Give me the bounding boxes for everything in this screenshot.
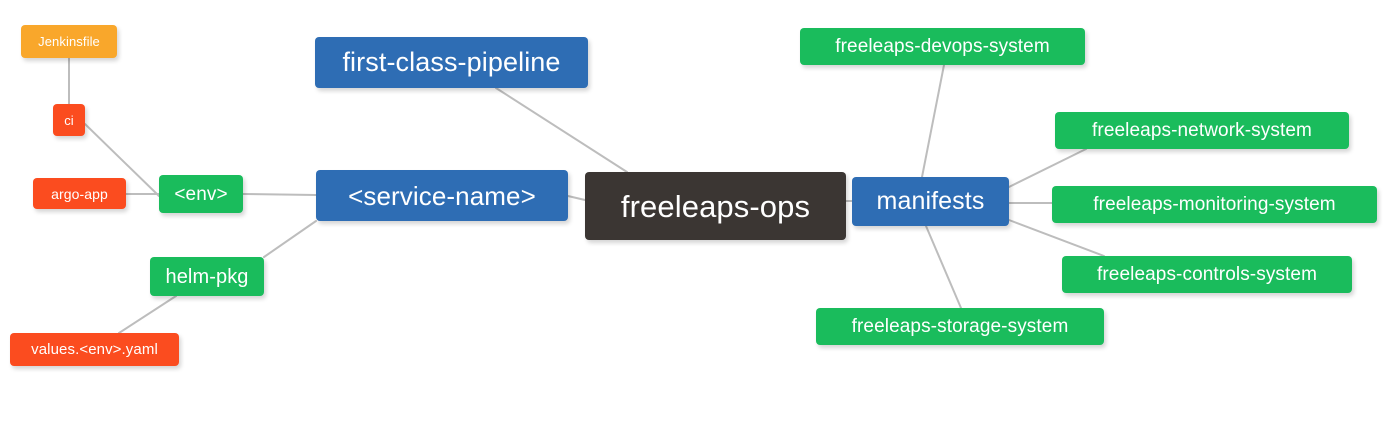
node-label-values-env-yaml: values.<env>.yaml	[31, 341, 158, 358]
edge-env-to-service-name	[242, 193, 317, 196]
node-freeleaps-devops-system[interactable]: freeleaps-devops-system	[800, 28, 1085, 65]
node-ci[interactable]: ci	[53, 104, 85, 136]
node-freeleaps-storage-system[interactable]: freeleaps-storage-system	[816, 308, 1104, 345]
node-label-freeleaps-controls-system: freeleaps-controls-system	[1096, 264, 1318, 285]
edge-first-class-pipeline-to-freeleaps-ops	[495, 87, 628, 173]
node-label-freeleaps-monitoring-system: freeleaps-monitoring-system	[1093, 194, 1336, 215]
node-label-freeleaps-ops: freeleaps-ops	[620, 188, 811, 224]
node-argo-app[interactable]: argo-app	[33, 178, 126, 209]
node-label-jenkinsfile: Jenkinsfile	[38, 34, 100, 49]
node-freeleaps-monitoring-system[interactable]: freeleaps-monitoring-system	[1052, 186, 1377, 223]
node-label-env: <env>	[174, 183, 228, 205]
edge-helm-pkg-to-values-env-yaml	[118, 295, 177, 334]
node-env[interactable]: <env>	[159, 175, 243, 213]
node-service-name[interactable]: <service-name>	[316, 170, 568, 221]
node-label-freeleaps-storage-system: freeleaps-storage-system	[851, 316, 1069, 337]
edge-manifests-to-freeleaps-devops-system	[921, 64, 945, 178]
node-label-ci: ci	[64, 112, 74, 128]
node-first-class-pipeline[interactable]: first-class-pipeline	[315, 37, 588, 88]
node-label-service-name: <service-name>	[348, 180, 536, 211]
node-label-manifests: manifests	[876, 187, 985, 215]
node-label-argo-app: argo-app	[51, 185, 108, 202]
node-freeleaps-ops[interactable]: freeleaps-ops	[585, 172, 846, 240]
node-label-freeleaps-devops-system: freeleaps-devops-system	[835, 36, 1050, 57]
edge-service-name-to-freeleaps-ops	[567, 195, 586, 201]
node-freeleaps-controls-system[interactable]: freeleaps-controls-system	[1062, 256, 1352, 293]
edge-manifests-to-freeleaps-network-system	[1008, 148, 1087, 188]
node-label-freeleaps-network-system: freeleaps-network-system	[1092, 120, 1312, 141]
node-jenkinsfile[interactable]: Jenkinsfile	[21, 25, 117, 58]
node-helm-pkg[interactable]: helm-pkg	[150, 257, 264, 296]
node-label-helm-pkg: helm-pkg	[165, 265, 249, 288]
node-freeleaps-network-system[interactable]: freeleaps-network-system	[1055, 112, 1349, 149]
node-manifests[interactable]: manifests	[852, 177, 1009, 226]
node-values-env-yaml[interactable]: values.<env>.yaml	[10, 333, 179, 366]
edge-manifests-to-freeleaps-storage-system	[925, 225, 962, 309]
edge-manifests-to-freeleaps-controls-system	[1008, 219, 1105, 257]
node-label-first-class-pipeline: first-class-pipeline	[342, 47, 561, 77]
edge-service-name-to-helm-pkg	[263, 220, 317, 258]
